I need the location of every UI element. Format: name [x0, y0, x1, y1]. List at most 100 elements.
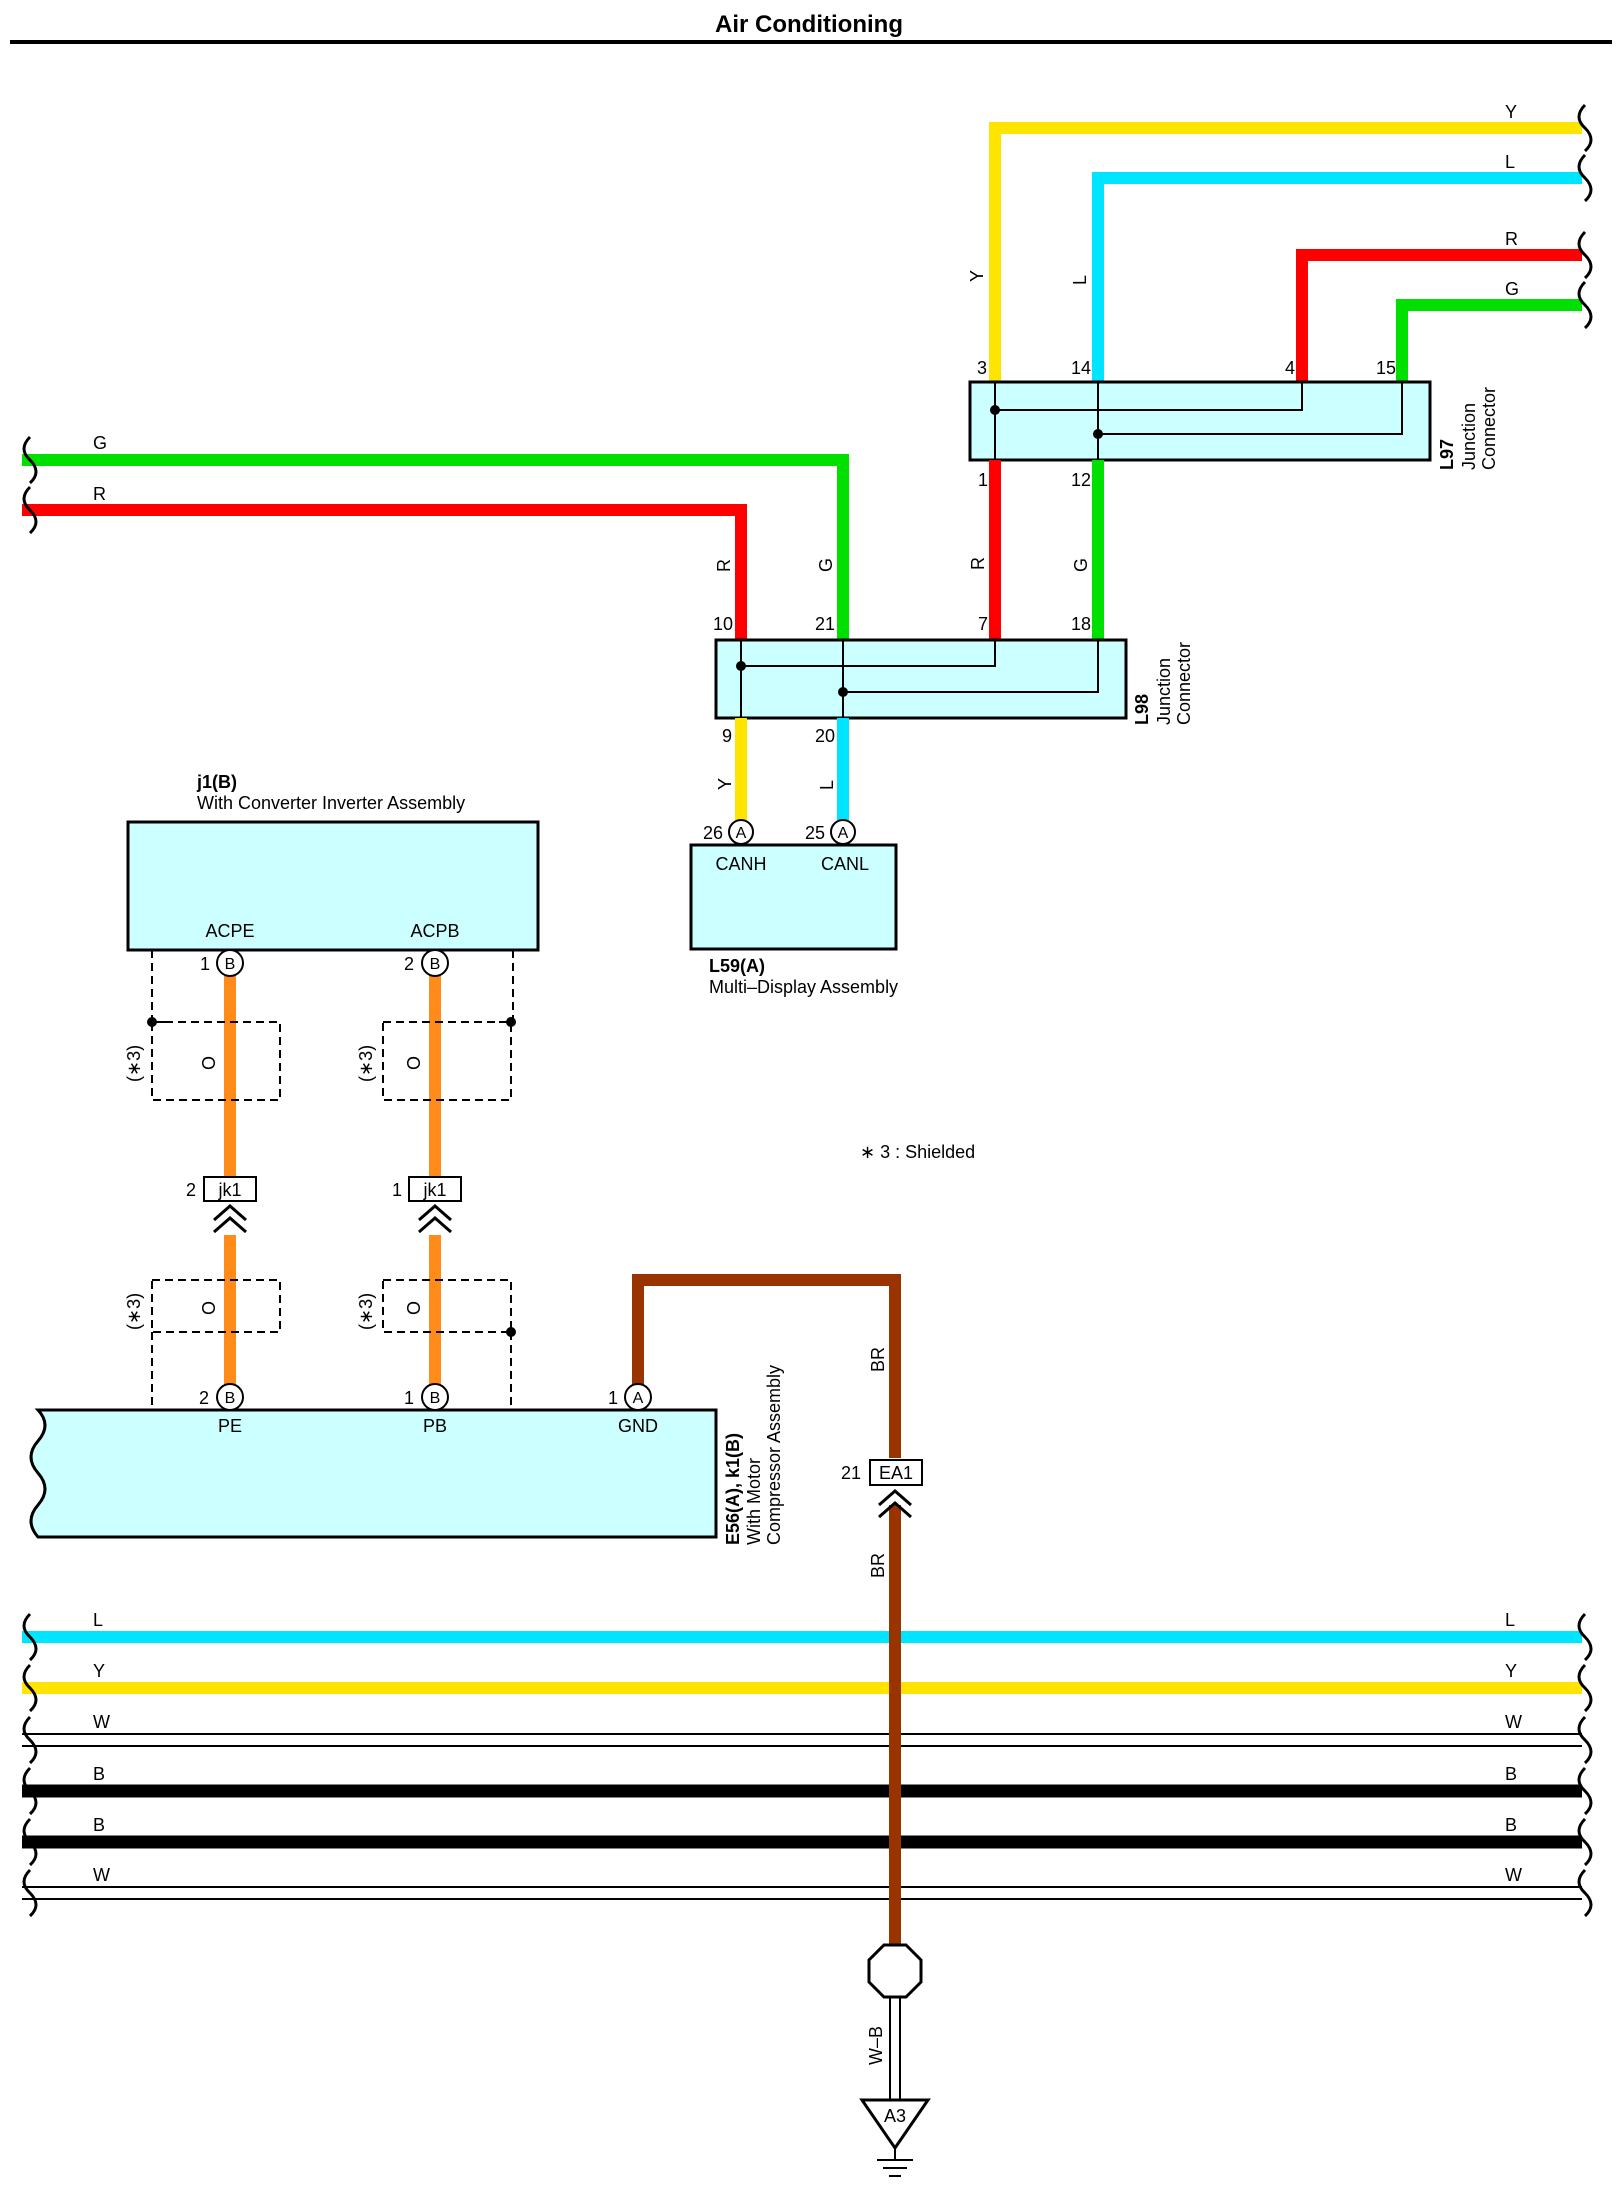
bus-wire-b-1: B B — [22, 1764, 1582, 1798]
j1-name: With Converter Inverter Assembly — [197, 793, 465, 813]
ground-wire-label: W–B — [866, 2026, 886, 2065]
e56-pin-gnd-circle — [624, 1383, 652, 1411]
bus-label-y-left: Y — [93, 1661, 105, 1681]
shield-mark-3: (∗3) — [124, 1293, 144, 1330]
ea1-connector: EA1 21 — [841, 1459, 923, 1519]
wire-l-top: L L — [1070, 152, 1582, 382]
l97-pin-15: 15 — [1376, 358, 1396, 378]
wire-label-o-2: O — [404, 1056, 424, 1070]
l59-pin-canh-circle — [728, 819, 754, 845]
bus-wire-l: L L — [22, 1610, 1582, 1643]
l59-code: L59(A) — [709, 956, 765, 976]
j1-pin-2: 2 — [404, 954, 414, 974]
e56-pb-label: PB — [423, 1416, 447, 1436]
bus-label-b1-right: B — [1505, 1764, 1517, 1784]
ea1-pin: 21 — [841, 1463, 861, 1483]
l59-name: Multi–Display Assembly — [709, 977, 898, 997]
ground-point-a3: A3 — [859, 2098, 931, 2177]
j1-pin-acpe-circle — [216, 949, 244, 977]
bus-label-b1-left: B — [93, 1764, 105, 1784]
l59-canl-label: CANL — [821, 854, 869, 874]
wire-l-l98-l59: L — [817, 718, 849, 820]
wire-g-l97-l98: G — [1071, 460, 1104, 640]
l98-pin-21: 21 — [815, 614, 835, 634]
j1-conn-letter-acpb: B — [430, 956, 441, 973]
wire-r-left: R R — [22, 484, 747, 640]
l97-code: L97 — [1437, 439, 1457, 470]
e56-pin-pb-circle — [421, 1383, 449, 1411]
bus-label-l-right: L — [1505, 1610, 1515, 1630]
wire-label-r-top: R — [1505, 229, 1518, 249]
wire-label-br-1: BR — [868, 1347, 888, 1372]
j1-pin-1: 1 — [200, 954, 210, 974]
l98-name-1: Junction — [1154, 658, 1174, 725]
break-marks-top-right — [1577, 103, 1593, 330]
shield-mark-4: (∗3) — [356, 1293, 376, 1330]
l97-pin-3: 3 — [977, 358, 987, 378]
e56-pin-pb: 1 — [404, 1388, 414, 1408]
wire-label-r-mid: R — [968, 557, 988, 570]
wire-label-r-left-vert: R — [714, 559, 734, 572]
e56-pe-label: PE — [218, 1416, 242, 1436]
wire-label-g-top: G — [1505, 279, 1519, 299]
l97-junction-connector: 3 14 4 15 1 12 L97 Junction Connector — [968, 358, 1499, 490]
e56-pin-pe-circle — [216, 1383, 244, 1411]
wire-y-top: Y Y — [967, 102, 1582, 382]
wire-g-top: G — [1396, 279, 1582, 382]
e56-motor-compressor-assembly: PE PB GND E56(A), k1(B) With Motor Compr… — [29, 1365, 784, 1545]
shield-mark-1: (∗3) — [124, 1045, 144, 1082]
wire-label-br-2: BR — [868, 1553, 888, 1578]
bus-break-marks — [22, 1612, 1593, 1918]
l97-pin-1: 1 — [978, 470, 988, 490]
wire-label-g-left-vert: G — [816, 558, 836, 572]
bus-wire-w-2: W W — [22, 1865, 1582, 1900]
e56-name-1: With Motor — [744, 1458, 764, 1545]
l59-pin-25: 25 — [805, 823, 825, 843]
bus-label-b2-right: B — [1505, 1815, 1517, 1835]
shield-dot-2 — [506, 1017, 516, 1027]
wire-label-o-4: O — [404, 1301, 424, 1315]
wire-label-l-vert: L — [1070, 275, 1090, 285]
wire-label-g-mid: G — [1071, 558, 1091, 572]
jk1-pin-left: 2 — [186, 1180, 196, 1200]
l59-canh-label: CANH — [715, 854, 766, 874]
l98-junction-connector: 10 21 7 18 9 20 L98 Junction Connector — [713, 614, 1194, 746]
wire-label-y-vert: Y — [967, 270, 987, 282]
ea1-name: EA1 — [879, 1463, 913, 1483]
bus-label-w2-right: W — [1505, 1865, 1522, 1885]
ground-point-label: A3 — [884, 2106, 906, 2126]
bus-wire-w-1: W W — [22, 1712, 1582, 1747]
e56-letter-pb: B — [430, 1390, 441, 1407]
wire-y-l98-l59: Y — [715, 718, 747, 820]
jk1-name-left: jk1 — [217, 1180, 241, 1200]
bus-label-b2-left: B — [93, 1815, 105, 1835]
l97-pin-4: 4 — [1285, 358, 1295, 378]
l98-code: L98 — [1132, 694, 1152, 725]
l59-conn-letter-canh: A — [736, 825, 747, 842]
l97-pin-14: 14 — [1071, 358, 1091, 378]
bus-wire-b-2: B B — [22, 1815, 1582, 1849]
e56-letter-pe: B — [225, 1390, 236, 1407]
l97-name-2: Connector — [1479, 387, 1499, 470]
wire-label-y-canh: Y — [715, 778, 735, 790]
j1-acpb-label: ACPB — [410, 921, 459, 941]
wire-label-l-canl: L — [817, 780, 837, 790]
wire-label-r-left: R — [93, 484, 106, 504]
bus-label-w1-right: W — [1505, 1712, 1522, 1732]
shield-mark-2: (∗3) — [356, 1045, 376, 1082]
e56-letter-gnd: A — [633, 1390, 644, 1407]
bus-label-w2-left: W — [93, 1865, 110, 1885]
jk1-connector-left: jk1 2 — [186, 1176, 257, 1234]
l98-pin-20: 20 — [815, 726, 835, 746]
e56-pin-pe: 2 — [199, 1388, 209, 1408]
e56-code: E56(A), k1(B) — [723, 1433, 743, 1545]
l98-pin-7: 7 — [978, 614, 988, 634]
j1-code: j1(B) — [196, 772, 237, 792]
j1-pin-acpb-circle — [421, 949, 449, 977]
shield-dot-1 — [147, 1017, 157, 1027]
l98-pin-10: 10 — [713, 614, 733, 634]
wire-label-o-1: O — [199, 1056, 219, 1070]
l98-pin-9: 9 — [722, 726, 732, 746]
